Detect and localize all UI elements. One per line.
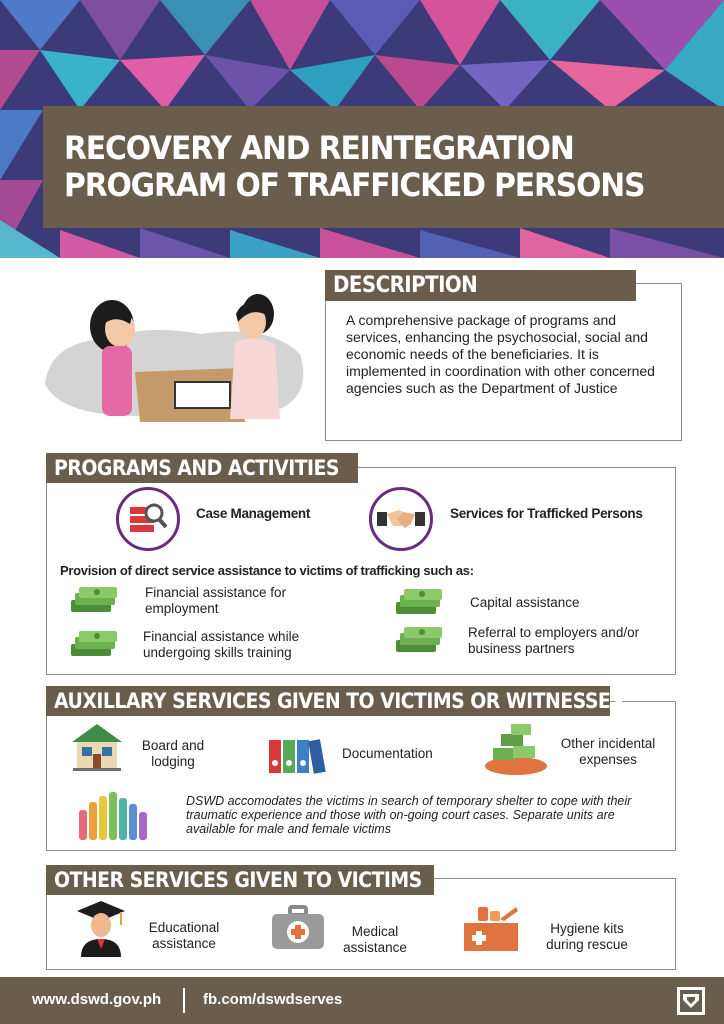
programs-heading: PROGRAMS AND ACTIVITIES	[46, 453, 358, 483]
page-title-line-2: PROGRAM OF TRAFFICKED PERSONS	[64, 166, 646, 204]
facebook-link[interactable]: fb.com/dswdserves	[203, 991, 343, 1008]
auxillary-heading: AUXILLARY SERVICES GIVEN TO VICTIMS OR W…	[46, 686, 624, 716]
footer: www.dswd.gov.ph fb.com/dswdserves	[0, 977, 724, 1024]
page-title-line-1: RECOVERY AND REINTEGRATION	[64, 129, 575, 167]
program-item-3: Capital assistance	[470, 595, 580, 610]
medical-label: Medical assistance	[343, 924, 407, 955]
dswd-logo-icon	[677, 987, 705, 1015]
handshake-icon	[377, 510, 425, 528]
auxillary-box	[46, 701, 676, 851]
binders-icon	[269, 739, 326, 774]
house-icon	[72, 724, 122, 771]
auxillary-note: DSWD accomodates the victims in search o…	[186, 794, 632, 836]
title-box: RECOVERY AND REINTEGRATION PROGRAM OF TR…	[43, 106, 724, 228]
services-circle	[369, 487, 433, 551]
documentation-label: Documentation	[342, 746, 433, 761]
medical-kit-icon	[272, 905, 324, 949]
services-trafficked-label: Services for Trafficked Persons	[450, 506, 643, 521]
money-stack-icon	[396, 589, 442, 614]
description-heading: DESCRIPTION	[325, 270, 636, 301]
money-pile-icon	[485, 724, 547, 775]
case-management-circle	[116, 487, 180, 551]
graduate-icon	[77, 901, 125, 957]
hygiene-label: Hygiene kits during rescue	[546, 921, 628, 952]
server-search-icon	[130, 503, 168, 532]
consultation-illustration	[45, 294, 304, 422]
money-stack-icon	[71, 587, 117, 612]
header-banner: RECOVERY AND REINTEGRATION PROGRAM OF TR…	[0, 0, 724, 258]
website-link[interactable]: www.dswd.gov.ph	[32, 991, 162, 1008]
raised-hands-icon	[79, 792, 147, 840]
incidental-label: Other incidental expenses	[560, 736, 656, 767]
other-services-heading: OTHER SERVICES GIVEN TO VICTIMS	[46, 865, 434, 895]
program-item-1: Financial assistance for employment	[145, 585, 287, 616]
money-stack-icon	[71, 631, 117, 656]
hygiene-kit-icon	[464, 907, 518, 951]
description-text: A comprehensive package of programs and …	[346, 312, 655, 396]
program-item-4: Referral to employers and/or business pa…	[468, 625, 640, 656]
program-item-2: Financial assistance while undergoing sk…	[143, 629, 300, 660]
board-lodging-label: Board and lodging	[141, 738, 205, 769]
footer-divider	[183, 988, 185, 1013]
case-management-label: Case Management	[196, 506, 311, 521]
provision-text: Provision of direct service assistance t…	[60, 563, 474, 578]
educational-label: Educational assistance	[148, 920, 220, 951]
description-box	[325, 283, 682, 441]
money-stack-icon	[396, 627, 442, 652]
